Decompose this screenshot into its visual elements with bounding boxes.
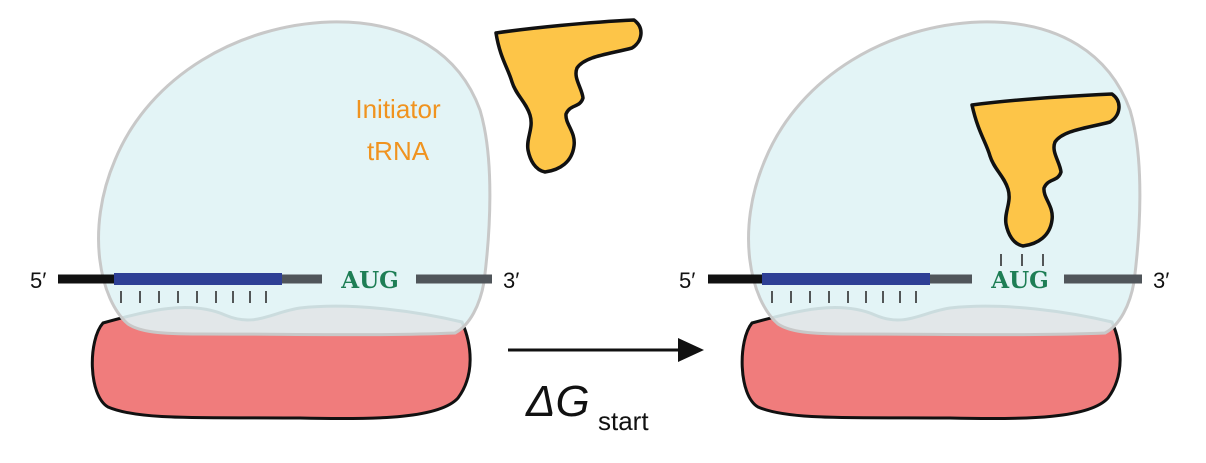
right-panel: 5′ 3′ AUG [679, 20, 1169, 421]
delta-g-symbol: ΔG [525, 377, 590, 426]
trna-label-line2: tRNA [367, 136, 430, 166]
right-five-prime-label: 5′ [679, 268, 695, 293]
right-small-subunit [747, 20, 1142, 337]
delta-g-subscript: start [598, 406, 649, 436]
right-initiator-trna [970, 92, 1121, 248]
left-five-prime-label: 5′ [30, 268, 46, 293]
left-initiator-trna [494, 18, 643, 174]
trna-label-line1: Initiator [355, 94, 441, 124]
right-three-prime-label: 3′ [1153, 268, 1169, 293]
left-start-codon-label: AUG [340, 267, 399, 294]
right-sd-pairing-ticks [771, 291, 917, 303]
right-start-codon-label: AUG [990, 267, 1049, 294]
transition-arrow [508, 338, 704, 362]
left-three-prime-label: 3′ [503, 268, 519, 293]
codon-anticodon-pairing-ticks [1000, 254, 1044, 266]
left-small-subunit [97, 20, 492, 337]
left-panel: 5′ 3′ AUG Initiator tRNA [30, 18, 643, 421]
left-sd-pairing-ticks [120, 291, 267, 303]
